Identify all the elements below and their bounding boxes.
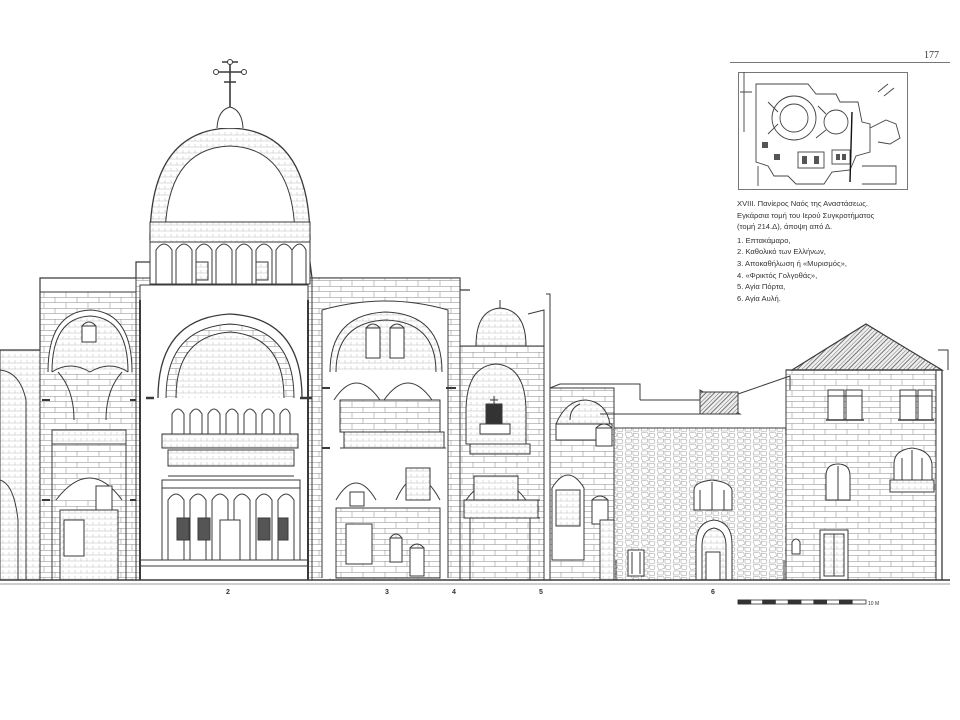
section-label-5: 5 <box>539 589 543 596</box>
site-plan-inset <box>738 72 908 190</box>
legend-item: 2. Καθολικό των Ελλήνων, <box>737 247 826 257</box>
legend-item: 1. Επτακάμαρο, <box>737 235 791 245</box>
scale-bar <box>737 599 867 605</box>
section-label-6: 6 <box>711 589 715 596</box>
legend-item: 3. Αποκαθήλωση ή «Μυρισμός», <box>737 258 847 268</box>
legend-item: 6. Αγία Αυλή. <box>737 293 781 303</box>
caption-line: (τομή 214.Δ), άποψη από Δ. <box>737 222 833 232</box>
section-label-4: 4 <box>452 589 456 596</box>
caption-line: Εγκάρσια τομή του Ιερού Συγκροτήματος <box>737 210 875 220</box>
section-label-3: 3 <box>385 589 389 596</box>
legend: XVIII. Πανίερος Ναός της Αναστάσεως. Εγκ… <box>737 198 952 304</box>
caption-line: XVIII. Πανίερος Ναός της Αναστάσεως. <box>737 199 869 208</box>
legend-item: 5. Αγία Πόρτα, <box>737 282 786 292</box>
header-rule <box>730 62 950 63</box>
cross-section-drawing <box>0 59 950 585</box>
page-number: 177 <box>924 50 939 61</box>
legend-list: 1. Επτακάμαρο, 2. Καθολικό των Ελλήνων, … <box>737 235 952 305</box>
section-label-2: 2 <box>226 589 230 596</box>
scale-unit-label: 10 M <box>868 601 880 607</box>
legend-item: 4. «Φρικτός Γολγοθάς», <box>737 270 818 280</box>
